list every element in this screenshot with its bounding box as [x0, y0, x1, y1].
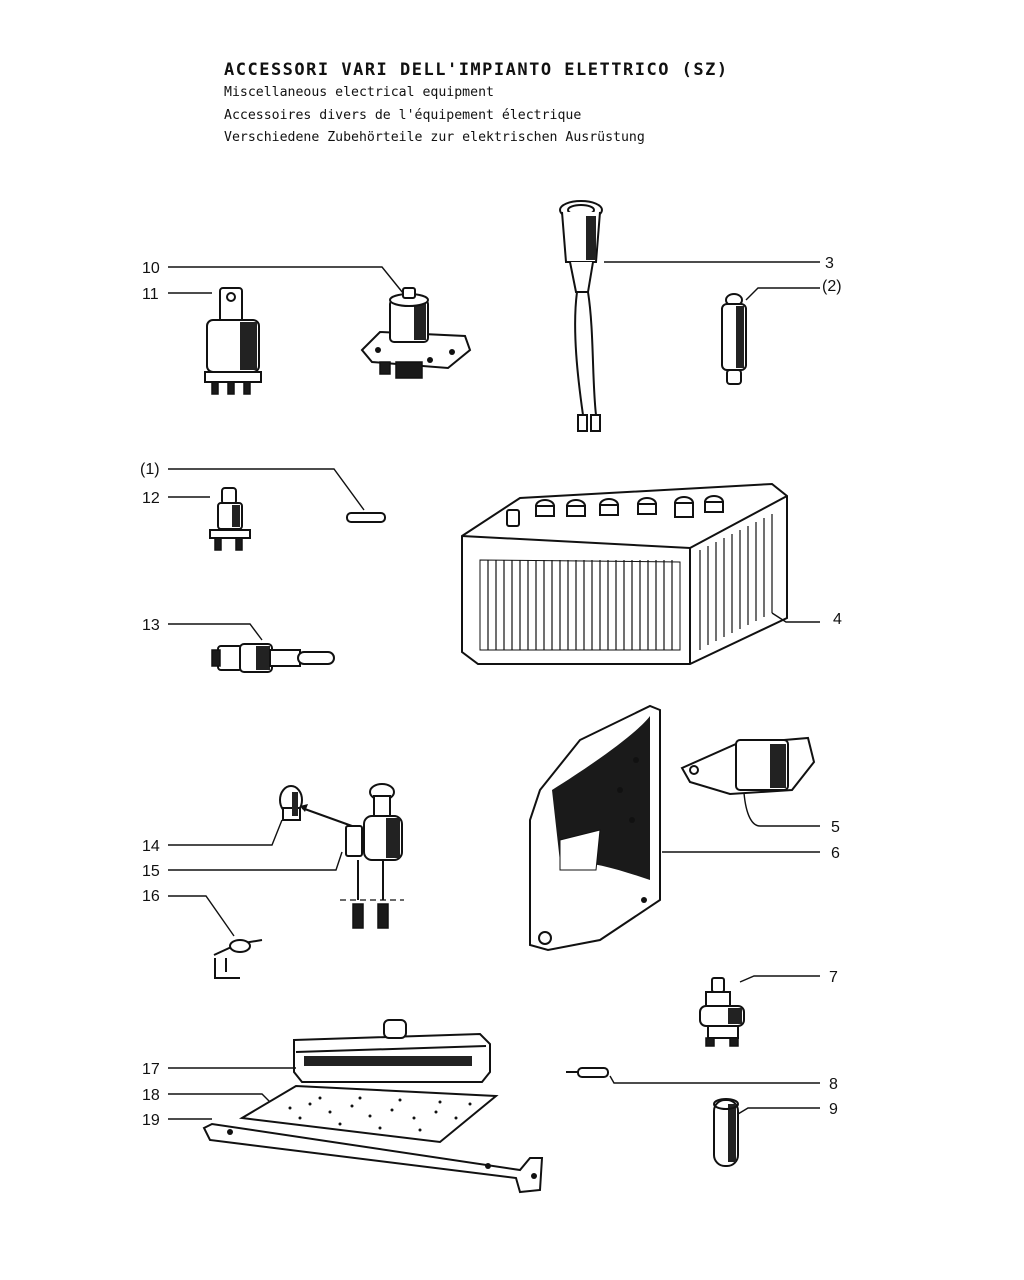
callout-5: 5: [831, 819, 840, 836]
part-2-bulb: [721, 293, 747, 385]
callout-17: 17: [142, 1061, 160, 1078]
callout-2: (2): [822, 278, 842, 295]
callout-10: 10: [142, 260, 160, 277]
part-15-switch: [300, 783, 404, 929]
part-6-mounting-plate: [529, 704, 661, 952]
callout-4: 4: [833, 611, 842, 628]
part-13-push-switch: [211, 643, 335, 673]
callout-1: (1): [140, 461, 160, 478]
callout-19: 19: [142, 1112, 160, 1129]
callout-14: 14: [142, 838, 160, 855]
part-14-bulb: [279, 785, 303, 821]
callout-18: 18: [142, 1087, 160, 1104]
battery-terminals: [506, 495, 724, 527]
part-16-clip: [213, 939, 263, 979]
callout-11: 11: [142, 286, 159, 303]
battery-side-ribs: [699, 514, 773, 650]
title-german: Verschiedene Zubehörteile zur elektrisch…: [224, 130, 645, 145]
part-18-fuse-board: [238, 1084, 499, 1144]
part-1-fuse: [346, 512, 386, 523]
battery-front-ribs: [487, 560, 673, 650]
callout-16: 16: [142, 888, 160, 905]
callout-3: 3: [825, 255, 834, 272]
callout-12: 12: [142, 490, 160, 507]
part-10-switch: [360, 287, 472, 379]
title-english: Miscellaneous electrical equipment: [224, 85, 494, 100]
part-7-switch: [699, 977, 745, 1047]
callout-labels: 10 11 3 (2) (1) 12 13 4 5 6 14 15 16 7 1…: [140, 255, 842, 1129]
part-17-fuse-box: [293, 1019, 491, 1083]
callout-13: 13: [142, 617, 160, 634]
callout-6: 6: [831, 845, 840, 862]
callout-15: 15: [142, 863, 160, 880]
part-3-lamp-holder: [559, 200, 603, 432]
part-5-regulator: [680, 736, 816, 796]
part-19-bracket: [202, 1122, 544, 1194]
title-block: ACCESSORI VARI DELL'IMPIANTO ELETTRICO (…: [224, 58, 944, 150]
title-italian: ACCESSORI VARI DELL'IMPIANTO ELETTRICO (…: [224, 60, 729, 80]
title-french: Accessoires divers de l'équipement élect…: [224, 107, 582, 123]
leader-lines: [168, 261, 820, 1120]
callout-9: 9: [829, 1101, 838, 1118]
callout-8: 8: [829, 1076, 838, 1093]
part-4-battery: [461, 482, 788, 665]
part-11-relay: [204, 287, 262, 395]
callout-7: 7: [829, 969, 838, 986]
part-12-switch: [209, 487, 251, 551]
part-9-knob: [713, 1098, 739, 1167]
part-8-fuse: [566, 1067, 609, 1078]
